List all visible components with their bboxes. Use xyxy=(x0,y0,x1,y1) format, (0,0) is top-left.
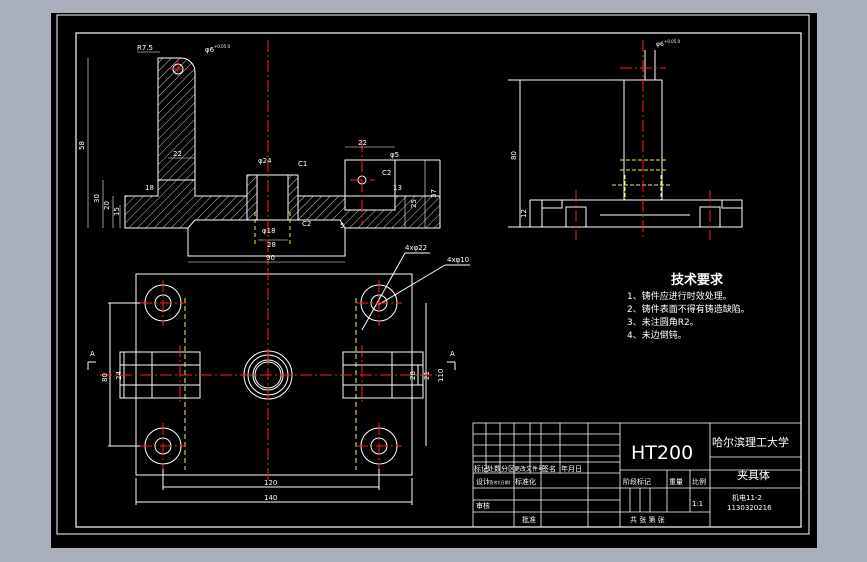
design-label: 设计 xyxy=(476,477,490,486)
dim-d6: φ6 xyxy=(205,46,215,54)
tech-item-3: 3、未注圆角R2。 xyxy=(627,316,699,328)
university: 哈尔滨理工大学 xyxy=(712,435,789,449)
scale-value: 1:1 xyxy=(692,500,703,508)
sheets-label: 共 张 第 张 xyxy=(630,515,665,524)
top-centerlines xyxy=(100,268,440,480)
hdr-count: 处数 xyxy=(487,464,501,473)
student-id: 1130320216 xyxy=(727,504,772,512)
part-name: 夹具体 xyxy=(737,468,770,482)
side-centerlines xyxy=(575,40,711,240)
side-dim-h12: 12 xyxy=(520,209,528,218)
front-hidden-lines xyxy=(254,212,291,245)
dim-d5: φ5 xyxy=(390,151,399,159)
tech-item-4: 4、未边倒钝。 xyxy=(627,329,687,341)
top-dimension-texts: 4xφ22 4xφ10 120 140 80 24 28 21 110 A A xyxy=(90,244,469,502)
boss-outline xyxy=(246,174,299,221)
front-section-view xyxy=(124,57,441,257)
top-dim-120: 120 xyxy=(264,479,277,487)
hdr-sign: 签名 xyxy=(542,464,556,473)
tech-item-1: 1、铸件应进行时效处理。 xyxy=(627,290,732,302)
dim-r75: R7.5 xyxy=(137,44,153,52)
dim-h20: 20 xyxy=(103,201,111,210)
front-dimension-texts: R7.5 φ6 +0.05 0 58 30 20 15 18 22 φ24 C1… xyxy=(78,44,438,262)
dim-w28: 28 xyxy=(267,241,276,249)
dim-h13: 13 xyxy=(393,184,402,192)
dim-w90: 90 xyxy=(266,254,275,262)
dim-c1: C1 xyxy=(298,160,307,168)
section-a-right: A xyxy=(450,350,455,358)
side-base xyxy=(541,199,743,228)
hdr-mark: 标记 xyxy=(474,464,488,473)
hdr-date: 年月日 xyxy=(561,464,582,473)
dim-d24: φ24 xyxy=(258,157,272,165)
dim-h37: 37 xyxy=(430,189,438,198)
side-dimension-texts: φ6 +0.05 0 80 12 xyxy=(510,39,681,218)
top-hidden-lines xyxy=(184,298,357,470)
dim-w22a: 22 xyxy=(173,150,182,158)
review-label: 审核 xyxy=(476,501,490,510)
standardize-label: 标准化 xyxy=(515,477,536,486)
sheet-outer-border xyxy=(56,14,810,535)
scale-label: 比例 xyxy=(692,477,706,486)
title-block xyxy=(472,422,802,528)
dim-h25: 25 xyxy=(410,199,418,208)
dim-d18: φ18 xyxy=(262,227,276,235)
dim-h15: 15 xyxy=(113,207,121,216)
dim-h18: 18 xyxy=(145,184,154,192)
top-dim-140: 140 xyxy=(264,494,277,502)
front-dimension-lines xyxy=(87,51,426,263)
dim-c2a: C2 xyxy=(302,220,311,228)
dim-five: 5 xyxy=(340,222,344,230)
top-dim-80: 80 xyxy=(101,373,109,382)
side-dim-d6: φ6 xyxy=(656,41,664,48)
top-dim-24: 24 xyxy=(115,371,123,380)
sheet-inner-frame xyxy=(75,32,802,528)
technical-requirements: 技术要求 1、铸件应进行时效处理。 2、铸件表面不得有铸造缺陷。 3、未注圆角R… xyxy=(627,272,750,341)
dim-h58: 58 xyxy=(78,141,86,150)
upright-post xyxy=(157,57,196,181)
top-dim-4x10: 4xφ10 xyxy=(447,256,469,264)
weight-label: 重量 xyxy=(669,478,683,486)
dim-h30: 30 xyxy=(93,194,101,203)
drawing-no: 机电11-2 xyxy=(732,493,762,502)
dim-w22b: 22 xyxy=(358,139,367,147)
stage-mark-label: 阶段标记 xyxy=(623,477,651,486)
side-dim-d6-tol: +0.05 0 xyxy=(664,39,681,44)
dim-c2b: C2 xyxy=(382,169,391,177)
design-sub: (签名)(日期) xyxy=(488,479,511,485)
dim-d6-tol: +0.05 0 xyxy=(214,44,231,49)
side-hidden-lines xyxy=(612,159,672,200)
side-dim-h80: 80 xyxy=(510,151,518,160)
hdr-change-doc: 更改文件号 xyxy=(514,465,544,473)
tech-title: 技术要求 xyxy=(671,272,724,288)
side-base-step xyxy=(541,200,563,209)
hdr-zone: 分区 xyxy=(501,464,515,473)
top-dim-110: 110 xyxy=(437,369,445,382)
top-dim-21: 21 xyxy=(423,371,431,380)
approve-label: 批准 xyxy=(522,515,536,524)
top-dim-28: 28 xyxy=(409,371,417,380)
section-a-left: A xyxy=(90,350,95,358)
front-centerlines xyxy=(170,40,375,265)
lower-recess xyxy=(187,228,346,257)
material: HT200 xyxy=(631,442,693,464)
tech-item-2: 2、铸件表面不得有铸造缺陷。 xyxy=(627,303,750,315)
top-dim-4x22: 4xφ22 xyxy=(405,244,427,252)
title-block-texts: HT200 哈尔滨理工大学 夹具体 1:1 机电11-2 1130320216 … xyxy=(474,435,789,524)
